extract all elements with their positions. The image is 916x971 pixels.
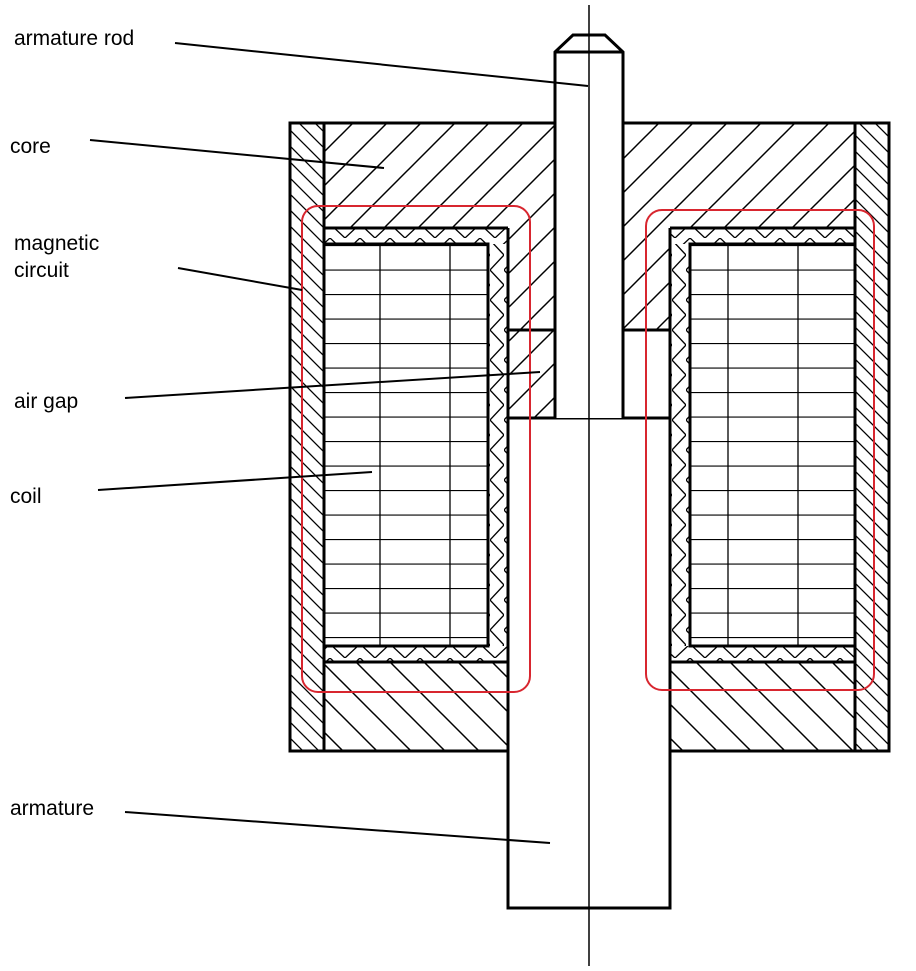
leader-armature-rod <box>174 42 589 87</box>
leader-magnetic-circuit <box>177 267 303 291</box>
coil-winding-right <box>688 242 857 648</box>
leader-coil <box>97 471 373 491</box>
housing <box>288 121 891 753</box>
label-armature-rod: armature rod <box>14 27 135 50</box>
bobbin <box>324 228 855 662</box>
outlines <box>290 121 889 753</box>
label-magnetic-circuit-line2: circuit <box>14 259 69 282</box>
flux-loops <box>301 205 875 693</box>
leader-core <box>89 139 385 169</box>
leader-lines <box>89 42 589 844</box>
leader-armature <box>124 811 551 844</box>
flux-loop-right <box>645 209 875 691</box>
leader-air-gap <box>124 371 541 399</box>
bottom-pole <box>324 662 855 751</box>
label-coil: coil <box>10 485 42 508</box>
label-armature: armature <box>10 797 95 820</box>
label-core: core <box>10 135 51 158</box>
flux-loop-left <box>301 205 531 693</box>
label-air-gap: air gap <box>14 390 79 413</box>
coil-winding-left <box>322 242 490 648</box>
label-magnetic-circuit-line1: magnetic <box>14 232 100 255</box>
